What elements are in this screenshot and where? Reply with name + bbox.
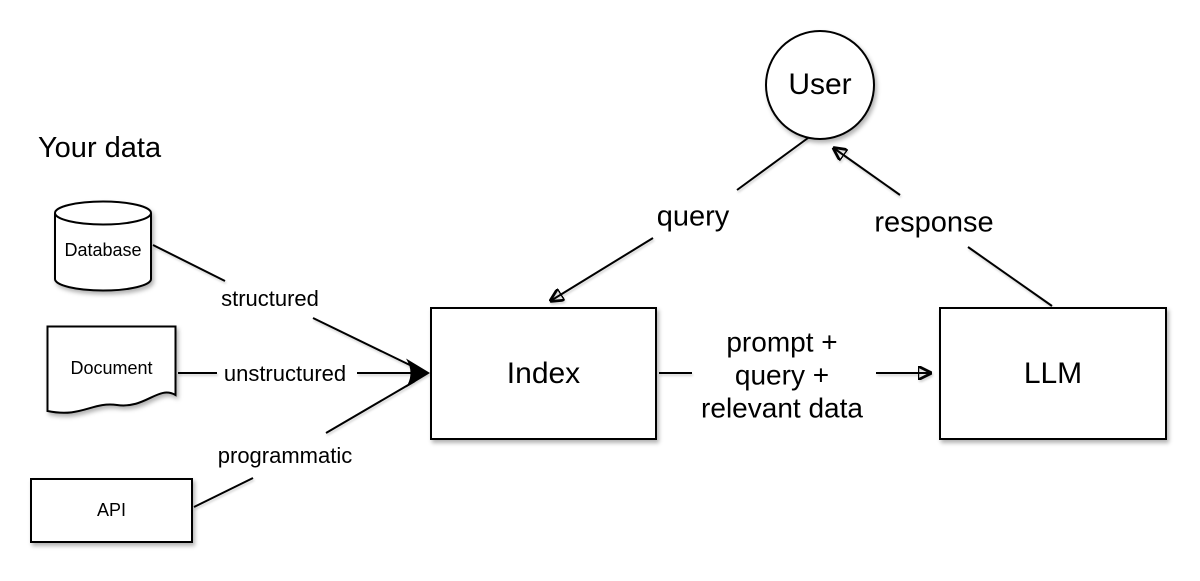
node-database: Database bbox=[53, 200, 153, 293]
edge-label-unstructured: unstructured bbox=[223, 361, 347, 386]
edge-user-query-line bbox=[736, 137, 809, 191]
node-index: Index bbox=[430, 307, 657, 440]
edge-label-programmatic: programmatic bbox=[217, 443, 353, 468]
edge-database-structured-line bbox=[152, 244, 226, 282]
edge-llm-response-line bbox=[967, 246, 1053, 307]
node-document: Document bbox=[46, 325, 177, 418]
llm-node-label: LLM bbox=[1023, 356, 1083, 390]
edge-response-user-arrow bbox=[835, 149, 901, 196]
index-node-label: Index bbox=[506, 356, 581, 390]
api-node-label: API bbox=[96, 500, 126, 520]
node-api: API bbox=[30, 478, 193, 543]
edge-label-structured: structured bbox=[221, 286, 319, 311]
database-cylinder-shape bbox=[54, 200, 152, 292]
edge-label-query: query bbox=[656, 200, 730, 233]
edge-programmatic-index-line bbox=[325, 380, 416, 434]
index-input-arrowhead bbox=[406, 358, 430, 388]
user-node-label: User bbox=[788, 68, 852, 101]
node-user: User bbox=[765, 30, 875, 140]
database-node-label: Database bbox=[64, 240, 142, 260]
your-data-title: Your data bbox=[38, 132, 162, 164]
node-llm: LLM bbox=[939, 307, 1167, 440]
document-node-label: Document bbox=[70, 358, 153, 378]
edge-api-programmatic-line bbox=[193, 477, 254, 508]
edge-label-response: response bbox=[874, 206, 994, 239]
document-sheet-shape bbox=[46, 325, 177, 414]
edge-query-index-arrow bbox=[552, 237, 654, 300]
edge-label-prompt-query-relevant-data: prompt + query + relevant data bbox=[701, 326, 863, 424]
